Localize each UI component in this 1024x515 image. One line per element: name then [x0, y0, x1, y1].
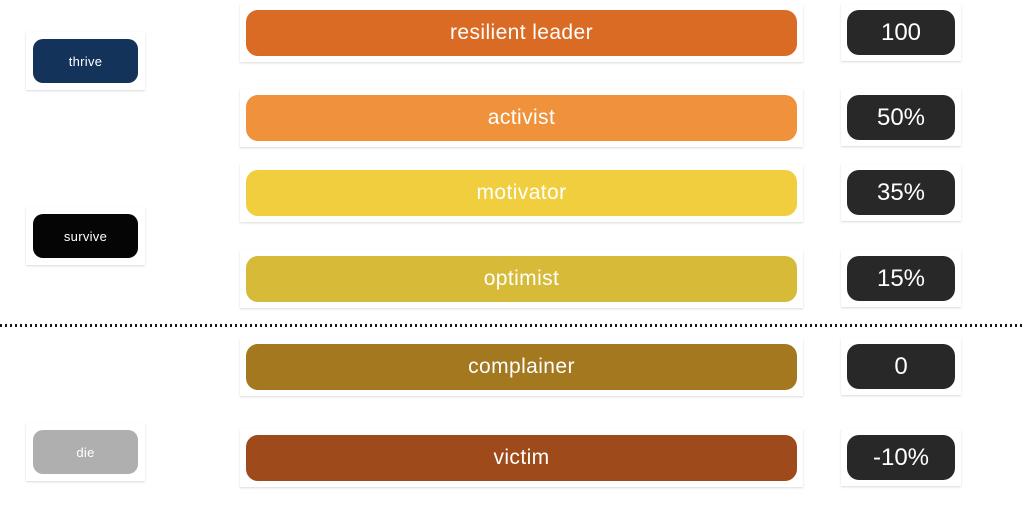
bar-label: motivator	[476, 181, 567, 204]
value-badge: 0	[847, 344, 955, 389]
stage-label-survive: survive	[63, 228, 108, 244]
stage-label-thrive: thrive	[68, 53, 103, 69]
bar-label: victim	[493, 446, 550, 469]
value-badge: 35%	[847, 170, 955, 215]
value-badge-note-15: 15%	[841, 250, 961, 307]
category-bar-motivator: motivator	[246, 170, 797, 216]
value-badge: 15%	[847, 256, 955, 301]
bar-label: activist	[487, 106, 556, 129]
stage-box-thrive: thrive	[33, 39, 138, 83]
value-badge-note-0: 0	[841, 338, 961, 395]
stage-box-die: die	[33, 430, 138, 474]
badge-value: -10%	[872, 443, 930, 471]
badge-value: 35%	[876, 178, 926, 206]
category-bar-complainer: complainer	[246, 344, 797, 390]
stage-label-die: die	[76, 444, 95, 460]
value-badge-note-50: 50%	[841, 89, 961, 146]
value-badge-note-100: 100	[841, 4, 961, 61]
bar-label: optimist	[483, 267, 560, 290]
bar-note-complainer: complainer	[240, 338, 803, 396]
value-badge: 50%	[847, 95, 955, 140]
stage-note-die: die	[26, 423, 145, 481]
value-badge: 100	[847, 10, 955, 55]
bar-label: resilient leader	[450, 21, 593, 44]
category-bar-activist: activist	[246, 95, 797, 141]
category-bar-victim: victim	[246, 435, 797, 481]
badge-value: 15%	[876, 264, 926, 292]
value-badge-note-35: 35%	[841, 164, 961, 221]
bar-note-activist: activist	[240, 89, 803, 147]
value-badge: -10%	[847, 435, 955, 480]
bar-note-optimist: optimist	[240, 250, 803, 308]
bar-note-victim: victim	[240, 429, 803, 487]
badge-value: 0	[894, 352, 908, 380]
badge-value: 50%	[876, 103, 926, 131]
badge-value: 100	[880, 18, 922, 46]
bar-note-resilient-leader: resilient leader	[240, 4, 803, 62]
stage-box-survive: survive	[33, 214, 138, 258]
value-badge-note-neg10: -10%	[841, 429, 961, 486]
bar-label: complainer	[468, 355, 575, 378]
stage-note-survive: survive	[26, 207, 145, 265]
category-bar-optimist: optimist	[246, 256, 797, 302]
category-bar-resilient-leader: resilient leader	[246, 10, 797, 56]
dotted-divider	[0, 324, 1024, 327]
stage-note-thrive: thrive	[26, 32, 145, 90]
bar-note-motivator: motivator	[240, 164, 803, 222]
